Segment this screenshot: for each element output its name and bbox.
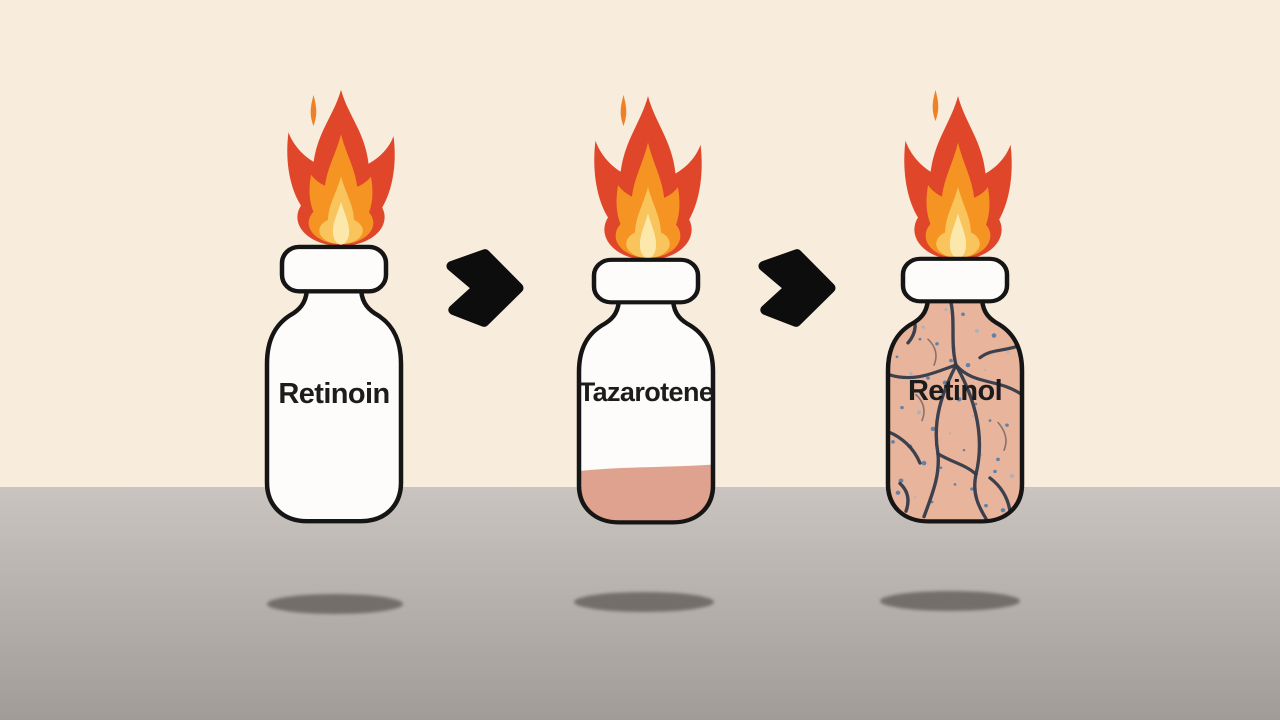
flame-spark-icon (310, 94, 317, 127)
bottle-label: Tazarotene (578, 377, 714, 407)
flame-icon (594, 96, 702, 260)
flame-icon (287, 89, 395, 247)
bottle-label: Retinoin (278, 378, 390, 410)
bottle-cap (594, 260, 698, 303)
flame-spark-icon (932, 89, 939, 122)
liquid-level (579, 464, 713, 523)
bottle-shadow (574, 592, 714, 612)
bottle-tazarotene (571, 257, 721, 527)
flame-spark-icon (620, 94, 627, 127)
bottle-cap (903, 259, 1007, 302)
bottle-shadow (267, 594, 403, 614)
right-arrow-icon (446, 246, 524, 330)
bottle-retinol (880, 256, 1030, 526)
right-arrow-icon (758, 246, 836, 330)
flame-icon (904, 96, 1012, 260)
bottle-cap (282, 247, 386, 291)
cracked-skin-texture (888, 296, 1022, 521)
bottle-label: Retinol (907, 375, 1003, 407)
bottle-shadow (880, 591, 1020, 611)
